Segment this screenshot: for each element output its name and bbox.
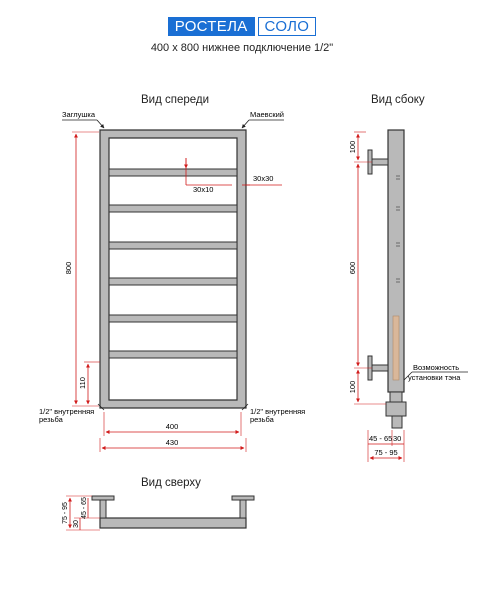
top-bracket-right [231, 495, 255, 519]
product-subtitle: 400 х 800 нижнее подключение 1/2" [150, 42, 334, 54]
rung [108, 204, 238, 213]
brand-name-primary: РОСТЕЛА [167, 17, 255, 36]
side-top-dimension-value: 100 [348, 141, 357, 154]
bottom-connection [385, 391, 407, 429]
height-dimension-value: 800 [64, 262, 73, 275]
right-thread-label-line1: 1/2" внутренняя [250, 407, 305, 416]
right-thread-label-line2: резьба [250, 415, 275, 424]
side-view-title: Вид сбоку [371, 94, 425, 106]
rung [108, 314, 238, 323]
front-view-title: Вид спереди [141, 94, 210, 106]
width-outer-dimension-value: 430 [166, 438, 179, 447]
top-small-dimension-value: 30 [73, 520, 80, 528]
rung [108, 168, 238, 177]
front-view: Заглушка Маевский 30x10 30x30 800 110 1/… [39, 110, 305, 452]
side-bottom-dimension-value: 100 [348, 381, 357, 394]
side-depth-range-value: 45 - 65 [369, 434, 392, 443]
pipe-section-frame-label: 30x30 [253, 174, 273, 183]
top-range-dimension-value: 45 - 65 [81, 497, 88, 519]
top-bracket-left [91, 495, 115, 519]
bottom-connection-dimension-value: 110 [78, 377, 87, 389]
plug-label: Заглушка [62, 110, 96, 119]
rung [108, 241, 238, 250]
pipe-section-rung-label: 30x10 [193, 185, 213, 194]
rungs [108, 168, 238, 359]
brand-header: РОСТЕЛА СОЛО [0, 17, 484, 36]
left-thread-label-line2: резьба [39, 415, 64, 424]
heater-element [392, 315, 400, 381]
mayevsky-label: Маевский [250, 110, 284, 119]
heater-label-line2: установки тэна [408, 373, 461, 382]
rung [108, 277, 238, 286]
top-view-bar [99, 517, 247, 529]
rung [108, 350, 238, 359]
side-view: 100 600 100 Возможность установки тэна 4… [348, 129, 468, 462]
top-view: 75 - 95 30 45 - 65 [62, 495, 255, 531]
side-middle-dimension-value: 600 [348, 262, 357, 275]
top-total-dimension-value: 75 - 95 [62, 502, 69, 524]
side-depth-total-value: 75 - 95 [374, 448, 397, 457]
heater-label-line1: Возможность [413, 363, 459, 372]
towel-rail-frame [99, 129, 247, 409]
width-inner-dimension-value: 400 [166, 422, 179, 431]
side-depth-small-value: 30 [393, 434, 401, 443]
left-thread-label-line1: 1/2" внутренняя [39, 407, 94, 416]
top-view-title: Вид сверху [141, 477, 201, 489]
brand-name-model: СОЛО [257, 17, 317, 36]
